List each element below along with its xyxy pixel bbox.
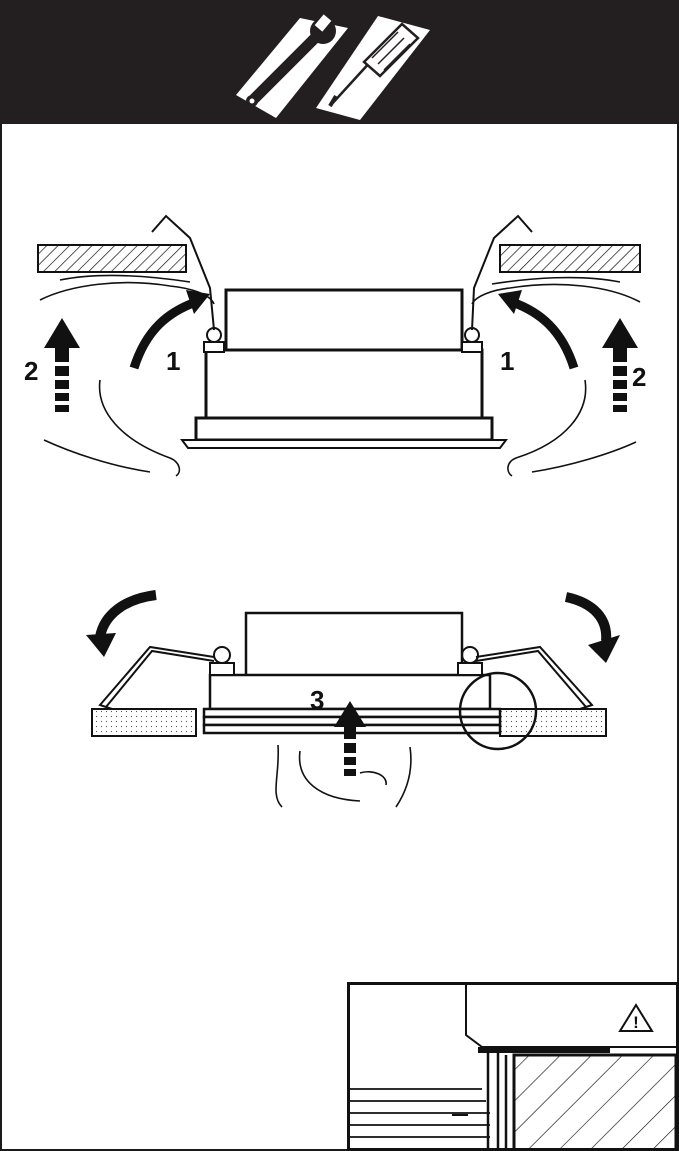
folded-clip-left [98, 645, 235, 710]
diagram-final-seating: 3 [86, 590, 620, 808]
step-3-label: 3 [310, 685, 324, 715]
warning-triangle-icon: ! [618, 1003, 654, 1032]
fold-arrow-right [564, 592, 620, 663]
ceiling-left [37, 244, 187, 273]
fold-arrow-left [86, 590, 157, 657]
wrench-icon [236, 14, 348, 118]
screwdriver-icon [316, 16, 430, 120]
curved-arrow-right [498, 290, 579, 370]
detail-inset: ! [347, 982, 679, 1151]
frame-profile [486, 1053, 508, 1148]
header-bar [0, 0, 679, 124]
step-1-label-right: 1 [500, 346, 514, 376]
gasket [478, 1047, 610, 1053]
hand-pushing [275, 744, 412, 808]
luminaire-installed [202, 611, 502, 735]
warning-symbol: ! [633, 1013, 639, 1032]
ceiling-right [499, 244, 641, 273]
up-arrow-center [334, 701, 366, 776]
up-arrow-right [602, 318, 638, 412]
step-2-label-right: 2 [632, 362, 646, 392]
detail-circle [458, 671, 538, 751]
up-arrow-left [44, 318, 80, 412]
ceiling-board-left [91, 708, 197, 737]
step-1-label-left: 1 [166, 346, 180, 376]
diffuser-layers [350, 1088, 490, 1138]
folded-clip-right [457, 645, 594, 710]
diagram-clip-insertion: 1 1 2 2 [24, 214, 646, 477]
ceiling-board-right [499, 708, 607, 737]
luminaire [180, 288, 508, 449]
luminaire-edge [465, 985, 676, 1048]
curved-arrow-left [129, 290, 210, 370]
ceiling-section [512, 1053, 676, 1148]
spring-clip-left [151, 214, 225, 353]
hand-right [471, 276, 641, 477]
step-2-label-left: 2 [24, 356, 38, 386]
